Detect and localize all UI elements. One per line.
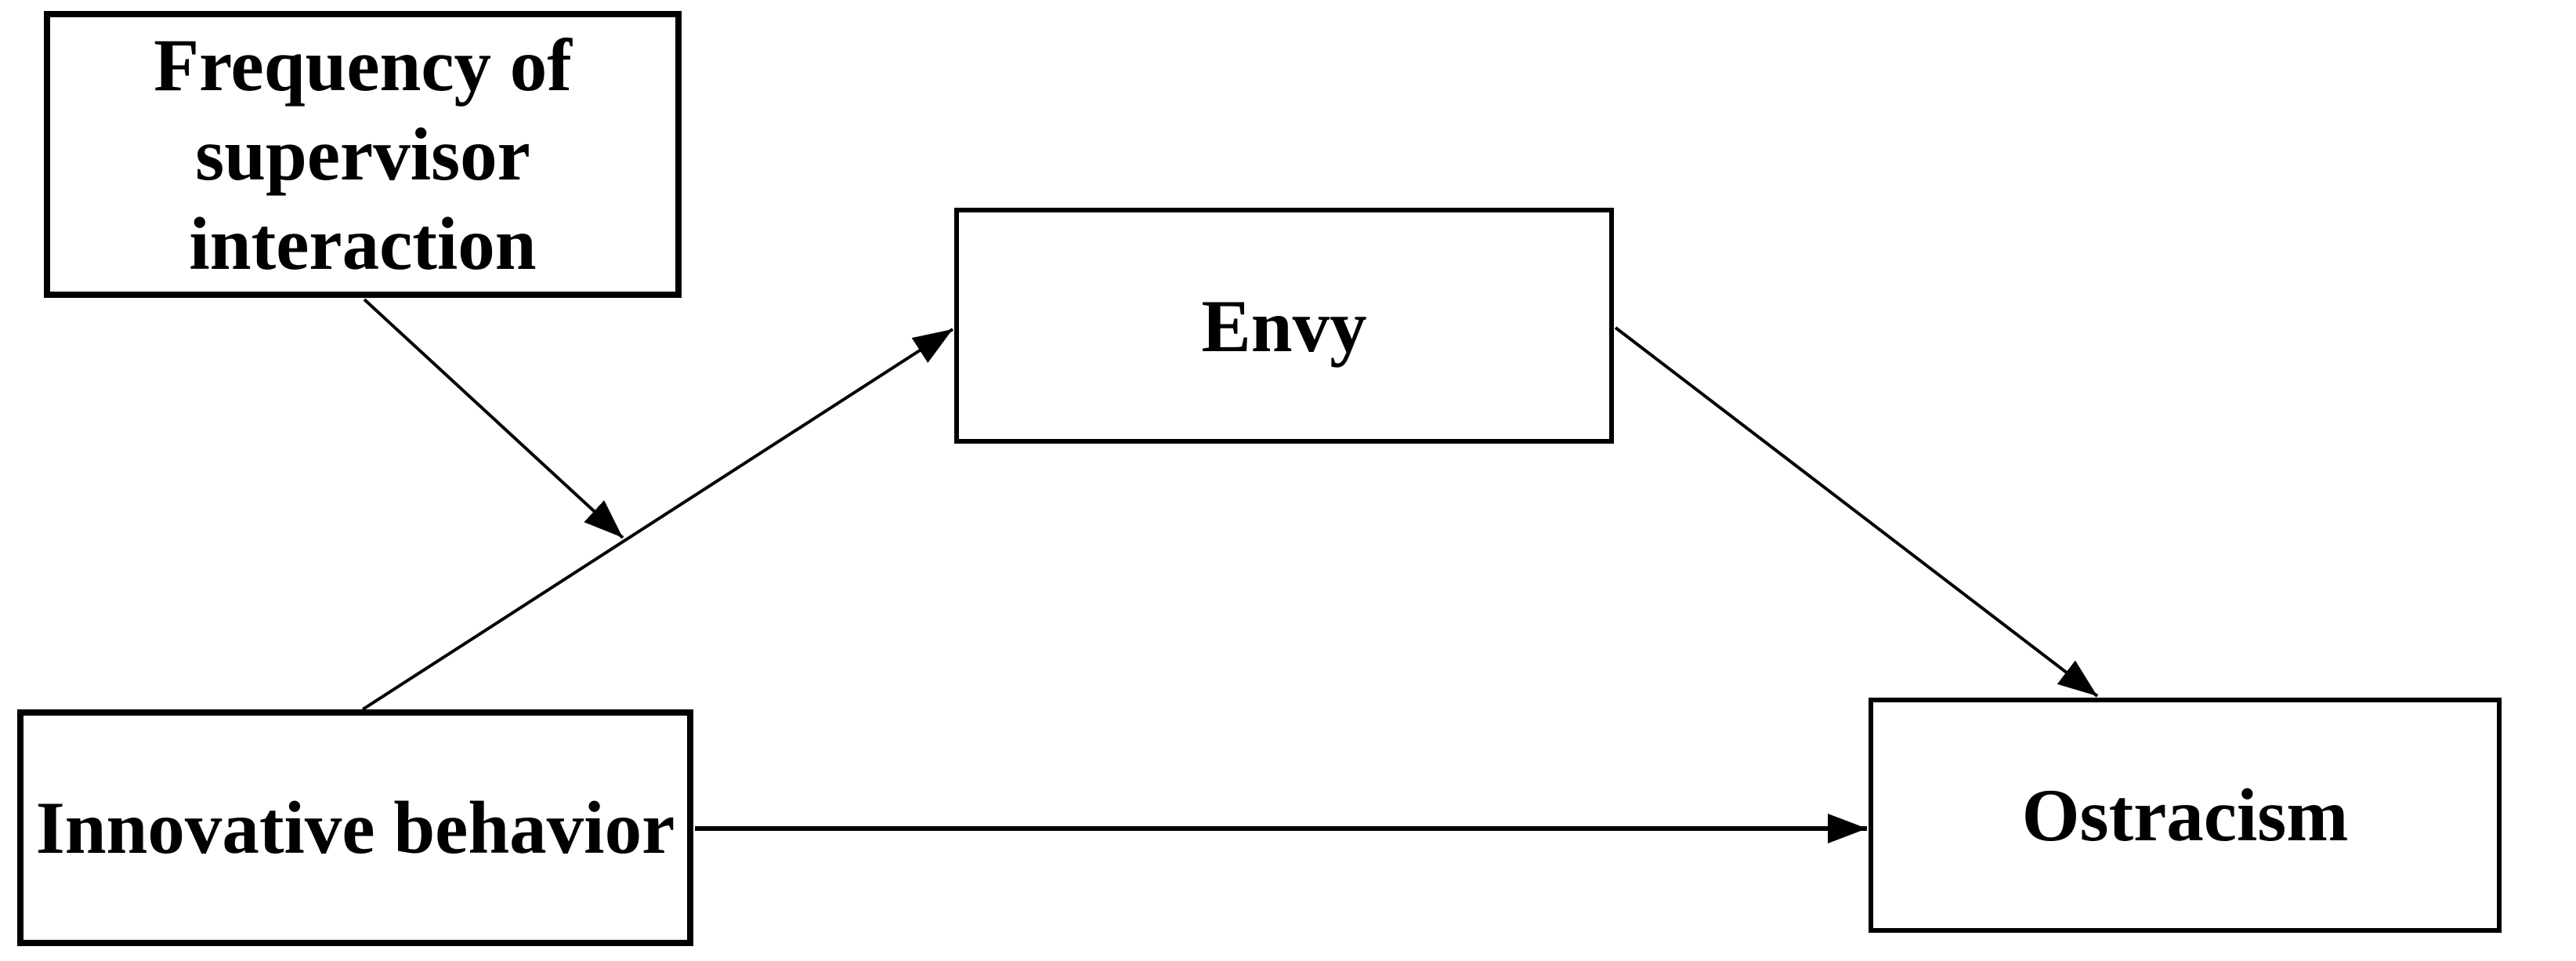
arrow-envy-to-ostracism [1614, 326, 2099, 698]
arrow-innovative-to-envy [361, 328, 954, 711]
box-label: Ostracism [2021, 774, 2349, 857]
box-label: Innovative behavior [35, 786, 675, 869]
box-label: Frequency of supervisor interaction [154, 24, 572, 285]
box-label: Envy [1201, 284, 1367, 368]
box-frequency-of-supervisor-interaction: Frequency of supervisor interaction [44, 11, 682, 298]
box-ostracism: Ostracism [1869, 698, 2502, 933]
moderation-arrow-frequency-to-mediation-path [363, 298, 624, 539]
box-innovative-behavior: Innovative behavior [17, 709, 693, 946]
box-envy: Envy [954, 208, 1614, 444]
